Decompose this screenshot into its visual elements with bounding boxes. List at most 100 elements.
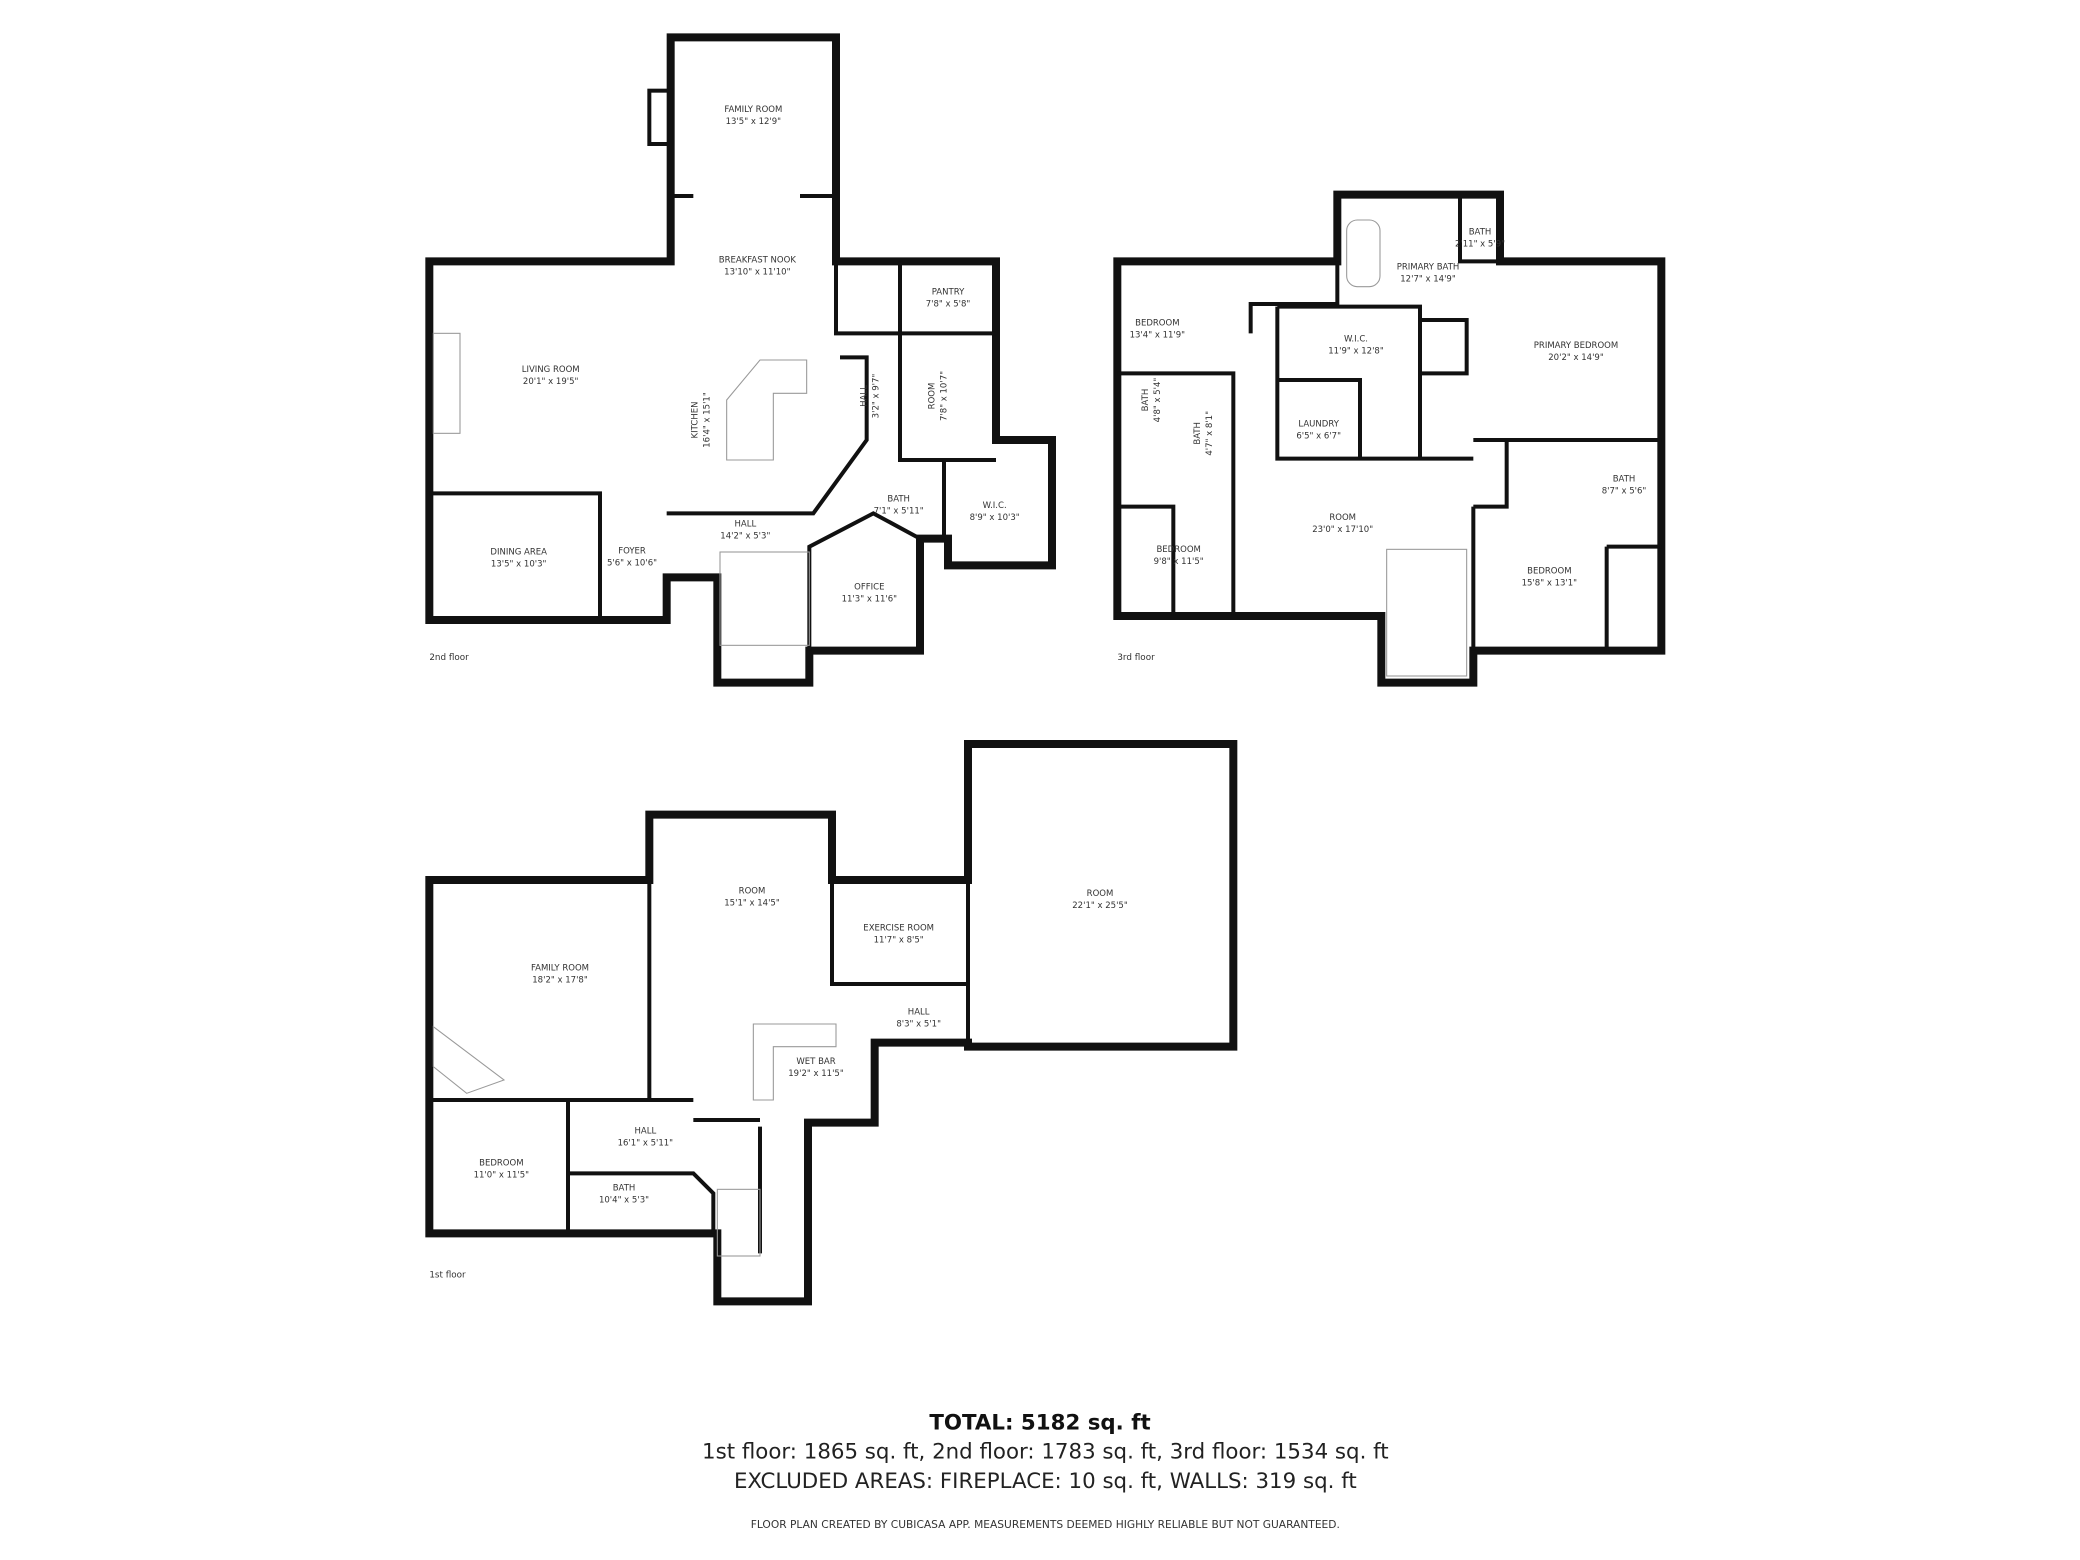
room-label: EXERCISE ROOM 11'7" x 8'5" <box>863 924 934 946</box>
room-label: LAUNDRY 6'5" x 6'7" <box>1296 420 1341 442</box>
room-dimensions: 9'8" x 11'5" <box>1154 557 1204 567</box>
room-name: BATH <box>1141 389 1151 412</box>
room-name: PRIMARY BEDROOM <box>1534 341 1618 351</box>
floor-label: 1st floor <box>429 1270 466 1280</box>
room-name: HALL <box>734 520 756 530</box>
room-label: FAMILY ROOM 13'5" x 12'9" <box>724 105 782 127</box>
room-name: KITCHEN <box>690 402 700 439</box>
room-dimensions: 20'1" x 19'5" <box>523 377 579 387</box>
room-dimensions: 23'0" x 17'10" <box>1312 525 1373 535</box>
room-label: BEDROOM 11'0" x 11'5" <box>474 1158 530 1180</box>
room-dimensions: 13'5" x 12'9" <box>726 117 782 127</box>
room-name: W.I.C. <box>983 501 1007 511</box>
room-dimensions: 13'5" x 10'3" <box>491 560 547 570</box>
room-name: HALL <box>860 385 870 407</box>
floor-3rd: 3rd floor <box>1113 190 1666 687</box>
room-dimensions: 16'4" x 15'1" <box>702 392 712 448</box>
room-labels: FAMILY ROOM 13'5" x 12'9" BREAKFAST NOOK13… <box>474 105 1647 1206</box>
room-label: FAMILY ROOM 18'2" x 17'8" <box>531 964 589 986</box>
room-dimensions: 12'7" x 14'9" <box>1400 274 1456 284</box>
room-dimensions: 15'8" x 13'1" <box>1522 578 1578 588</box>
room-label: W.I.C. 11'9" x 12'8" <box>1328 334 1384 356</box>
room-label: BEDROOM 9'8" x 11'5" <box>1154 545 1204 567</box>
room-dimensions: 5'6" x 10'6" <box>607 558 657 568</box>
room-dimensions: 2'11" x 5'9" <box>1455 240 1505 250</box>
room-dimensions: 3'2" x 9'7" <box>872 374 882 419</box>
floor-1st: 1st floor <box>425 740 1238 1306</box>
room-name: ROOM <box>1087 889 1114 899</box>
room-dimensions: 22'1" x 25'5" <box>1072 901 1128 911</box>
room-name: BEDROOM <box>1156 545 1200 555</box>
room-name: BATH <box>1613 474 1636 484</box>
room-name: BEDROOM <box>479 1158 523 1168</box>
room-name: BATH <box>1469 228 1492 238</box>
room-dimensions: 7'8" x 10'7" <box>940 371 950 421</box>
room-dimensions: 11'0" x 11'5" <box>474 1170 530 1180</box>
floor-label: 3rd floor <box>1117 653 1155 663</box>
room-dimensions: 7'8" x 5'8" <box>926 300 971 310</box>
room-label: BEDROOM 15'8" x 13'1" <box>1522 566 1578 588</box>
room-dimensions: 13'4" x 11'9" <box>1130 330 1186 340</box>
room-name: ROOM <box>928 383 938 410</box>
room-label: BATH 7'1" x 5'11" <box>874 494 924 516</box>
room-name: PANTRY <box>932 288 965 298</box>
room-name: EXERCISE ROOM <box>863 924 934 934</box>
room-name: PRIMARY BATH <box>1397 262 1460 272</box>
room-dimensions: 19'2" x 11'5" <box>788 1069 844 1079</box>
room-dimensions: 14'2" x 5'3" <box>720 532 770 542</box>
room-label: BATH 8'7" x 5'6" <box>1602 474 1647 496</box>
room-name: FAMILY ROOM <box>724 105 782 115</box>
room-dimensions: 8'7" x 5'6" <box>1602 486 1647 496</box>
room-name: BATH <box>613 1184 636 1194</box>
disclaimer: FLOOR PLAN CREATED BY CUBICASA APP. MEAS… <box>751 1518 1340 1531</box>
room-name: BEDROOM <box>1527 566 1571 576</box>
room-name: FAMILY ROOM <box>531 964 589 974</box>
room-name: LAUNDRY <box>1298 420 1339 430</box>
room-dimensions: 11'7" x 8'5" <box>874 936 924 946</box>
room-name: DINING AREA <box>490 548 547 558</box>
floor-2nd: 2nd floor <box>425 33 1056 687</box>
room-label: ROOM 22'1" x 25'5" <box>1072 889 1128 911</box>
room-name: W.I.C. <box>1344 334 1368 344</box>
room-dimensions: 7'1" x 5'11" <box>874 506 924 516</box>
room-dimensions: 10'4" x 5'3" <box>599 1196 649 1206</box>
excluded-areas: EXCLUDED AREAS: FIREPLACE: 10 sq. ft, WA… <box>734 1469 1357 1494</box>
room-label: ROOM 23'0" x 17'10" <box>1312 513 1373 535</box>
room-name: BATH <box>887 494 910 504</box>
room-name: HALL <box>634 1126 656 1136</box>
room-dimensions: 18'2" x 17'8" <box>532 976 588 986</box>
room-name: BATH <box>1193 422 1203 445</box>
room-dimensions: 11'9" x 12'8" <box>1328 346 1384 356</box>
room-label: W.I.C.8'9" x 10'3" <box>970 501 1020 523</box>
total-area: TOTAL: 5182 sq. ft <box>929 1410 1150 1435</box>
room-name: FOYER <box>618 546 646 556</box>
room-dimensions: 6'5" x 6'7" <box>1296 432 1341 442</box>
room-label: BATH 10'4" x 5'3" <box>599 1184 649 1206</box>
room-label: PRIMARY BATH 12'7" x 14'9" <box>1397 262 1460 284</box>
room-label: FOYER 5'6" x 10'6" <box>607 546 657 568</box>
room-name: OFFICE <box>854 582 884 592</box>
room-label: HALL 14'2" x 5'3" <box>720 520 770 542</box>
room-label: BATH 2'11" x 5'9" <box>1455 228 1505 250</box>
room-label: PANTRY 7'8" x 5'8" <box>926 288 971 310</box>
room-dimensions: 15'1" x 14'5" <box>724 898 780 908</box>
floor-label: 2nd floor <box>429 653 469 663</box>
room-name: ROOM <box>1329 513 1356 523</box>
room-dimensions: 4'8" x 5'4" <box>1153 378 1163 423</box>
room-dimensions: 8'3" x 5'1" <box>896 1020 941 1030</box>
room-dimensions: 13'10" x 11'10" <box>724 268 790 278</box>
room-name: LIVING ROOM <box>522 365 580 375</box>
